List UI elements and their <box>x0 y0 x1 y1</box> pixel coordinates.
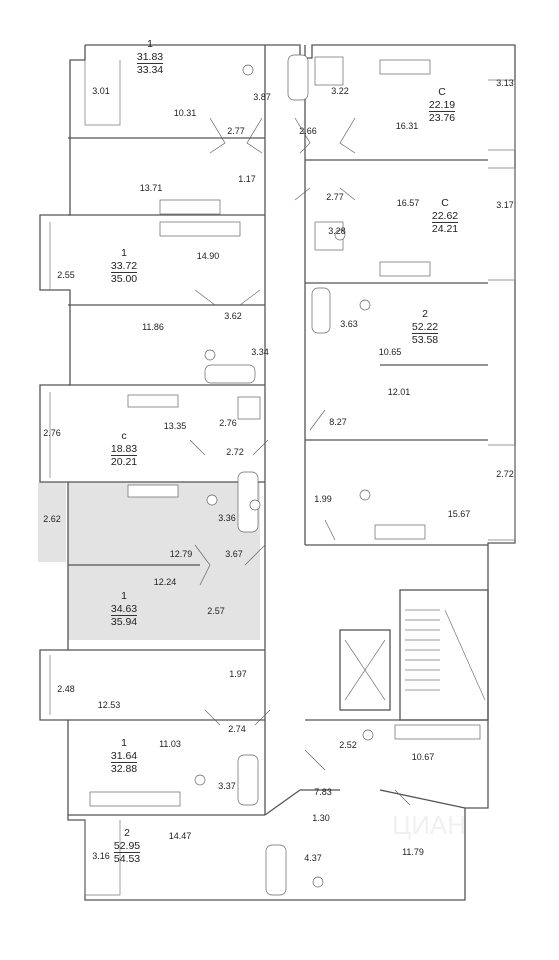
highlighted-apartment[interactable] <box>68 482 260 640</box>
apartment-living-area: 52.22 <box>411 320 439 334</box>
apartment-total-area: 35.00 <box>110 273 138 285</box>
room-area: 2.62 <box>43 514 61 524</box>
room-area: 2.66 <box>299 126 317 136</box>
apartment-total-area: 54.53 <box>113 853 141 865</box>
room-area: 2.55 <box>57 270 75 280</box>
room-area: 3.34 <box>251 347 269 357</box>
room-area: 3.36 <box>218 513 236 523</box>
apartment-living-area: 22.19 <box>428 98 456 112</box>
apartment-living-area: 52.95 <box>113 839 141 853</box>
apartment-rooms: C <box>441 197 449 209</box>
room-area: 10.65 <box>378 347 402 357</box>
room-area: 10.67 <box>411 752 435 762</box>
apartment-rooms: 1 <box>121 737 127 749</box>
room-area: 1.30 <box>312 813 330 823</box>
room-area: 12.53 <box>97 700 121 710</box>
room-area: 10.31 <box>173 108 197 118</box>
room-area: 3.01 <box>92 86 110 96</box>
apartment-total-area: 35.94 <box>110 616 138 628</box>
room-area: 3.17 <box>496 200 514 210</box>
apartment-living-area: 18.83 <box>110 442 138 456</box>
room-area: 7.83 <box>314 787 332 797</box>
room-area: 14.47 <box>168 831 192 841</box>
room-area: 2.72 <box>226 447 244 457</box>
apartment-rooms: 1 <box>121 590 127 602</box>
room-area: 2.77 <box>227 126 245 136</box>
apartment-total-area: 32.88 <box>110 763 138 775</box>
room-area: 2.74 <box>228 724 246 734</box>
room-area: 4.37 <box>304 853 322 863</box>
room-area: 2.52 <box>339 740 357 750</box>
room-area: 3.87 <box>253 92 271 102</box>
room-area: 3.62 <box>224 311 242 321</box>
apartment-rooms: 1 <box>121 247 127 259</box>
apartment-living-area: 34.63 <box>110 602 138 616</box>
room-area: 8.27 <box>329 417 347 427</box>
room-area: 3.16 <box>92 851 110 861</box>
apartment-living-area: 22.62 <box>431 209 459 223</box>
apartment-rooms: C <box>438 86 446 98</box>
apartment-living-area: 31.64 <box>110 749 138 763</box>
room-area: 13.35 <box>163 421 187 431</box>
room-area: 3.63 <box>340 319 358 329</box>
room-area: 12.79 <box>169 549 193 559</box>
apartment-total-area: 33.34 <box>136 64 164 76</box>
room-area: 2.77 <box>326 192 344 202</box>
room-area: 15.67 <box>447 509 471 519</box>
apartment-rooms: 1 <box>147 38 153 50</box>
doors <box>189 117 411 806</box>
room-area: 12.24 <box>153 577 177 587</box>
apartment-rooms: 2 <box>124 827 130 839</box>
room-area: 11.86 <box>142 322 164 332</box>
room-area: 2.57 <box>207 606 225 616</box>
apartment-rooms: 2 <box>422 308 428 320</box>
apartment-living-area: 33.72 <box>110 259 138 273</box>
apartment-total-area: 20.21 <box>110 456 138 468</box>
room-area: 14.90 <box>196 251 220 261</box>
room-area: 13.71 <box>139 183 163 193</box>
room-area: 2.48 <box>57 684 75 694</box>
room-area: 11.03 <box>159 739 181 749</box>
fixtures <box>89 54 481 896</box>
room-area: 3.13 <box>496 78 514 88</box>
room-area: 2.76 <box>219 418 237 428</box>
room-area: 2.76 <box>43 428 61 438</box>
highlighted-balcony <box>38 482 66 562</box>
apartment-total-area: 53.58 <box>411 334 439 346</box>
room-area: 3.28 <box>328 226 346 236</box>
watermark: ЦИАН <box>392 810 467 840</box>
room-area: 3.37 <box>218 781 236 791</box>
room-area: 16.57 <box>396 198 420 208</box>
apartment-rooms: с <box>121 430 127 442</box>
apartment-total-area: 23.76 <box>428 112 456 124</box>
apartment-living-area: 31.83 <box>136 50 164 64</box>
apartment-total-area: 24.21 <box>431 223 459 235</box>
room-area: 1.99 <box>314 494 332 504</box>
room-area: 3.67 <box>225 549 243 559</box>
room-area: 2.72 <box>496 469 514 479</box>
room-area: 1.17 <box>238 174 256 184</box>
room-area: 11.79 <box>402 847 424 857</box>
building-walls <box>39 44 516 901</box>
room-area: 3.22 <box>331 86 349 96</box>
room-area: 16.31 <box>395 121 419 131</box>
room-area: 1.97 <box>229 669 247 679</box>
room-area: 12.01 <box>387 387 411 397</box>
